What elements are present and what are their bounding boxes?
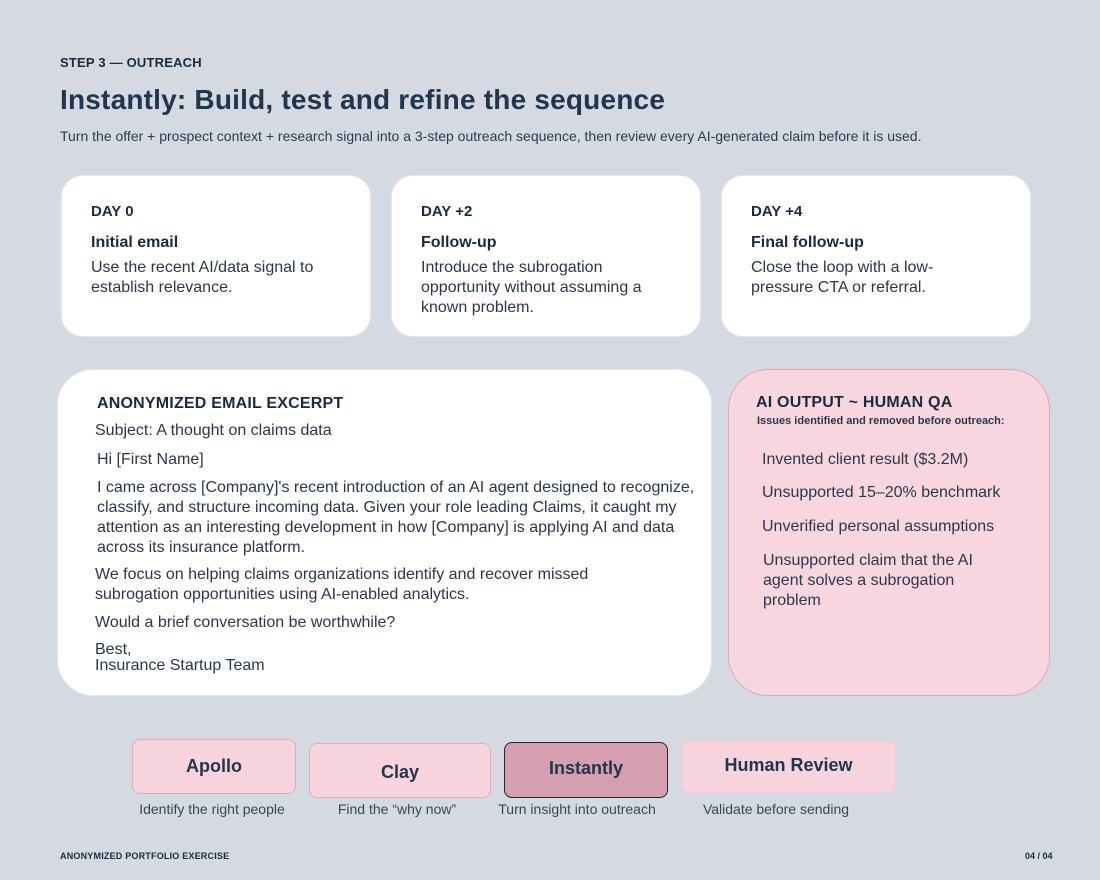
email-paragraph-1: I came across [Company]'s recent introdu… <box>97 479 695 556</box>
sequence-card-day-2: DAY +2 Follow-up Introduce the subrogati… <box>391 175 701 337</box>
sequence-card-day-4: DAY +4 Final follow-up Close the loop wi… <box>721 175 1031 337</box>
tool-human-review-button[interactable]: Human Review <box>681 740 896 793</box>
qa-issue-item: Invented client result ($3.2M) <box>762 451 969 468</box>
sequence-step-title: Follow-up <box>421 234 497 251</box>
qa-issue-item: Unsupported claim that the AI agent solv… <box>763 552 973 609</box>
email-subject: Subject: A thought on claims data <box>95 422 332 439</box>
email-signoff: Best, <box>95 641 132 658</box>
tool-clay-button[interactable]: Clay <box>309 743 491 798</box>
sequence-step-description: Close the loop with a low-pressure CTA o… <box>751 259 934 296</box>
page-title: Instantly: Build, test and refine the se… <box>60 84 666 115</box>
sequence-day-label: DAY +2 <box>421 203 473 220</box>
email-paragraph-2: We focus on helping claims organizations… <box>95 566 589 603</box>
email-greeting: Hi [First Name] <box>97 451 204 468</box>
email-excerpt-heading: ANONYMIZED EMAIL EXCERPT <box>97 395 344 412</box>
qa-heading: AI OUTPUT ~ HUMAN QA <box>756 394 953 411</box>
qa-subheading: Issues identified and removed before out… <box>757 415 1005 427</box>
qa-issue-item: Unverified personal assumptions <box>762 518 995 535</box>
tool-apollo-button[interactable]: Apollo <box>132 739 296 794</box>
tool-caption: Find the “why now” <box>337 801 457 817</box>
human-qa-card: AI OUTPUT ~ HUMAN QA Issues identified a… <box>728 369 1050 696</box>
email-question: Would a brief conversation be worthwhile… <box>95 614 396 631</box>
sequence-step-title: Final follow-up <box>751 234 864 251</box>
sequence-step-description: Introduce the subrogation opportunity wi… <box>421 259 642 316</box>
step-label: STEP 3 — OUTREACH <box>60 55 202 70</box>
tool-caption: Turn insight into outreach <box>498 801 656 817</box>
tool-caption: Validate before sending <box>702 801 850 817</box>
sequence-step-title: Initial email <box>91 234 179 251</box>
sequence-day-label: DAY +4 <box>751 203 803 220</box>
qa-issue-item: Unsupported 15–20% benchmark <box>762 484 1001 501</box>
sequence-card-day-0: DAY 0 Initial email Use the recent AI/da… <box>61 175 371 337</box>
email-excerpt-card: ANONYMIZED EMAIL EXCERPT Subject: A thou… <box>57 369 712 696</box>
footer-label: ANONYMIZED PORTFOLIO EXERCISE <box>60 851 230 861</box>
email-signature: Insurance Startup Team <box>95 657 265 674</box>
page-subtitle: Turn the offer + prospect context + rese… <box>60 128 922 144</box>
tool-instantly-button[interactable]: Instantly <box>504 742 668 798</box>
page-number: 04 / 04 <box>1025 851 1053 861</box>
tool-caption: Identify the right people <box>139 801 285 817</box>
sequence-day-label: DAY 0 <box>91 203 134 220</box>
sequence-step-description: Use the recent AI/data signal to establi… <box>91 259 314 296</box>
